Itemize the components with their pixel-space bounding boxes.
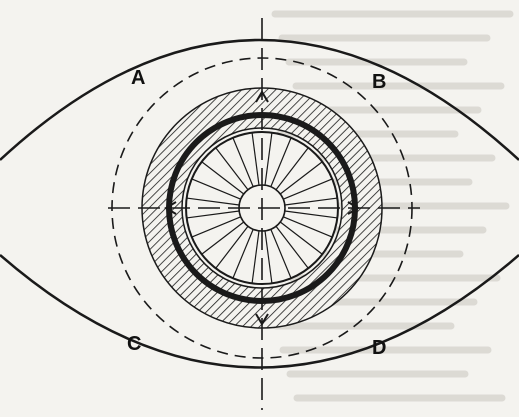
quadrant-label-a: A [131, 67, 145, 89]
quadrant-label-b: B [372, 71, 386, 93]
quadrant-label-d: D [372, 337, 386, 359]
quadrant-label-c: C [127, 333, 141, 355]
